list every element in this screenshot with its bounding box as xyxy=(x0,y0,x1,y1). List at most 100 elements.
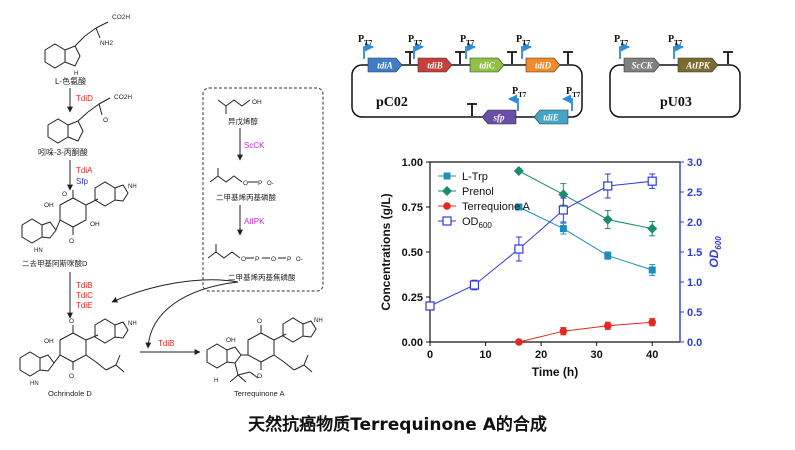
pc02-promoter-1-arrow xyxy=(413,42,424,59)
data-point-3-2 xyxy=(514,244,524,254)
enzyme-tdia: TdiA xyxy=(76,166,93,175)
didemethyl-label: 二去甲基阿斯咪酸D xyxy=(22,258,88,268)
pc02-promoter-5-label: PT7 xyxy=(566,86,581,99)
pu03-gene-scck xyxy=(623,57,661,73)
ochrindole-structure xyxy=(19,318,129,377)
x-tick-label-0: 0 xyxy=(427,349,433,361)
pc02-terminator-2 xyxy=(507,51,517,64)
pu03-promoter-0-label: PT7 xyxy=(614,34,629,47)
y2-tick-label-0: 0.0 xyxy=(687,337,702,349)
data-point-2-2 xyxy=(603,322,612,330)
plasmid-pu03-name: pU03 xyxy=(660,95,692,110)
didemethyl-nh: NH xyxy=(128,184,137,190)
didemethyl-structure xyxy=(21,181,129,244)
enzyme-tdib-stack: TdiB xyxy=(76,281,92,290)
pc02-promoter-2-arrow xyxy=(465,42,476,59)
y-tick-label-4: 1.00 xyxy=(402,157,423,169)
data-point-2-3 xyxy=(648,318,657,327)
data-point-1-2 xyxy=(602,214,613,225)
pc02-promoter-3-label: PT7 xyxy=(516,34,531,47)
pu03-promoter-1-arrow xyxy=(673,42,684,59)
dmapp-p2: P xyxy=(287,256,291,263)
plasmid-pu03-backbone xyxy=(609,64,741,118)
dmapp-ominus: O- xyxy=(296,257,303,263)
enzyme-tdie: TdiE xyxy=(76,301,92,310)
ipa-structure xyxy=(47,97,111,144)
data-point-2-0 xyxy=(515,338,523,346)
pc02-gene-tdiB xyxy=(417,57,453,73)
legend-label-2: Terrequione A xyxy=(462,201,531,213)
ltrp-nh2: NH2 xyxy=(100,40,113,47)
plasmid-pc02-backbone xyxy=(351,64,583,118)
pc02-gene-tdiD-label: tdiD xyxy=(535,61,552,71)
series-line-0 xyxy=(518,206,653,271)
pc02-promoter-4-label: PT7 xyxy=(512,86,527,99)
prenol-label: 异戊烯醇 xyxy=(228,116,258,126)
terrequinone-structure xyxy=(206,317,317,383)
prenol-pathway-box xyxy=(202,87,324,292)
dmapp-o2: O xyxy=(271,256,276,263)
dmapp-p1: P xyxy=(255,256,259,263)
legend-marker-2 xyxy=(443,202,451,210)
pu03-gene-atipk xyxy=(677,57,719,73)
enzyme-sfp: Sfp xyxy=(76,177,89,186)
ochrindole-nh: NH xyxy=(128,321,137,327)
x-tick-label-1: 10 xyxy=(479,349,491,361)
x-tick-label-2: 20 xyxy=(535,349,547,361)
curved-arrow-left xyxy=(111,279,239,303)
pc02-promoter-5-arrow xyxy=(562,94,573,111)
dmapp-o1: O xyxy=(241,256,246,263)
pc02-terminator-3 xyxy=(563,51,573,64)
pc02-terminator-1 xyxy=(455,51,465,64)
ltrp-label: L-色氨酸 xyxy=(55,76,86,86)
pc02-promoter-2-label: PT7 xyxy=(460,34,475,47)
pu03-gene-scck-label: ScCK xyxy=(631,61,653,71)
legend-marker-3 xyxy=(442,216,452,226)
series-line-3 xyxy=(429,180,653,307)
terr-o-top: O xyxy=(257,318,262,325)
dmap-ominus: O- xyxy=(267,181,274,187)
terr-o-bottom: O xyxy=(257,373,262,380)
didemethyl-oh-right: OH xyxy=(90,221,100,228)
didemethyl-o-bottom: O xyxy=(69,238,74,245)
y2-tick-label-1: 0.5 xyxy=(687,307,702,319)
dmapp-structure xyxy=(207,244,286,259)
y-axis-label: Concentrations (g/L) xyxy=(379,193,393,310)
data-point-1-1 xyxy=(558,189,569,200)
terr-oh: OH xyxy=(226,337,236,344)
legend-label-3: OD600 xyxy=(462,216,492,230)
pc02-gene-tdiC xyxy=(469,57,505,73)
pu03-terminator xyxy=(723,51,733,64)
y-tick-label-0: 0.00 xyxy=(402,337,423,349)
series-line-1 xyxy=(518,170,653,230)
ipa-o: O xyxy=(103,117,108,124)
terr-nh: NH xyxy=(314,318,323,324)
ochrindole-oh: OH xyxy=(44,338,54,345)
legend-label-1: Prenol xyxy=(462,186,494,198)
ltrp-nh: H xyxy=(74,71,78,77)
enzyme-atipk: AtIPK xyxy=(244,217,265,226)
y2-tick-label-6: 3.0 xyxy=(687,157,702,169)
pc02-gene-sfp-label: sfp xyxy=(493,113,505,123)
dmap-structure xyxy=(209,168,258,183)
pc02-gene-tdiE xyxy=(533,109,569,125)
didemethyl-o-top: O xyxy=(62,191,67,198)
data-point-0-1 xyxy=(559,225,567,233)
pu03-promoter-0-arrow xyxy=(619,42,630,59)
pc02-promoter-0-arrow xyxy=(363,42,374,59)
y-tick-label-3: 0.75 xyxy=(402,202,423,214)
ltrp-structure xyxy=(44,21,109,69)
prenol-structure xyxy=(217,99,251,114)
enzyme-tdic: TdiC xyxy=(76,291,93,300)
pc02-promoter-4-arrow xyxy=(508,94,519,111)
pc02-gene-tdiB-label: tdiB xyxy=(427,61,443,71)
y2-axis-label: OD600 xyxy=(707,236,723,268)
enzyme-scck: ScCK xyxy=(244,141,265,150)
y2-tick-label-4: 2.0 xyxy=(687,217,702,229)
ochrindole-o-bottom: O xyxy=(69,373,74,380)
x-tick-label-3: 30 xyxy=(591,349,603,361)
pc02-gene-tdiC-label: tdiC xyxy=(479,61,496,71)
